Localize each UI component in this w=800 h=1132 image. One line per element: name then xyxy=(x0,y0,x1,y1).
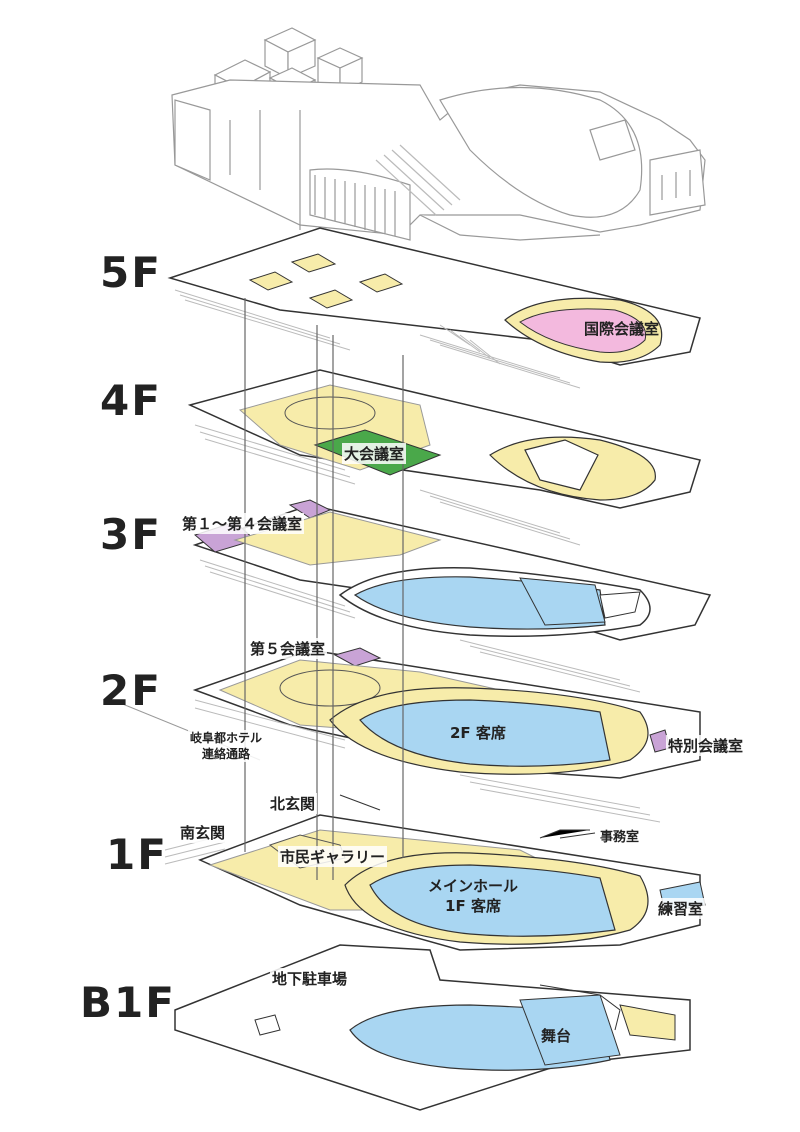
floor-3f-stair-lines xyxy=(199,559,641,693)
floor-1f-stair-lines xyxy=(164,829,590,865)
label-stage: 舞台 xyxy=(541,1027,572,1045)
label-special-conference-room: 特別会議室 xyxy=(666,735,746,756)
floor-5f-plate xyxy=(167,227,701,366)
floor-label-b1f: B1F xyxy=(80,978,176,1027)
label-2f-seats: 2F 客席 xyxy=(450,724,506,742)
floor-4f-stair-lines xyxy=(194,424,581,546)
label-large-conference-room: 大会議室 xyxy=(342,443,407,464)
label-main-hall-line1: メインホール xyxy=(428,877,519,895)
label-international-conference-room: 国際会議室 xyxy=(584,320,660,338)
building-exterior xyxy=(171,27,706,241)
floor-3f-plate xyxy=(192,499,712,641)
floor-label-1f: 1F xyxy=(106,830,168,879)
label-hotel-passage-line1: 岐阜都ホテル xyxy=(190,731,263,745)
label-main-hall: メインホール 1F 客席 xyxy=(428,876,518,916)
floor-label-2f: 2F xyxy=(100,666,162,715)
floor-5f-stair-lines xyxy=(174,289,581,389)
label-conference-rooms-1-4: 第１～第４会議室 xyxy=(180,513,305,534)
floor-b1f-plate xyxy=(174,944,691,1111)
label-north-entrance: 北玄関 xyxy=(268,793,318,814)
leader-lines xyxy=(339,794,596,839)
label-office: 事務室 xyxy=(600,830,640,845)
floor-label-5f: 5F xyxy=(100,248,162,297)
floor-4f-plate xyxy=(187,369,701,509)
floor-label-4f: 4F xyxy=(100,376,162,425)
label-south-entrance: 南玄関 xyxy=(178,822,228,843)
floor-label-3f: 3F xyxy=(100,510,162,559)
label-main-hall-line2: 1F 客席 xyxy=(445,897,501,915)
label-underground-parking: 地下駐車場 xyxy=(270,968,350,989)
floor-2f-plate xyxy=(192,647,701,779)
label-hotel-passage: 岐阜都ホテル 連絡通路 xyxy=(188,730,265,762)
label-hotel-passage-line2: 連絡通路 xyxy=(202,747,251,761)
label-practice-room: 練習室 xyxy=(656,898,706,919)
label-conference-room-5: 第５会議室 xyxy=(248,638,328,659)
label-citizen-gallery: 市民ギャラリー xyxy=(278,846,388,867)
